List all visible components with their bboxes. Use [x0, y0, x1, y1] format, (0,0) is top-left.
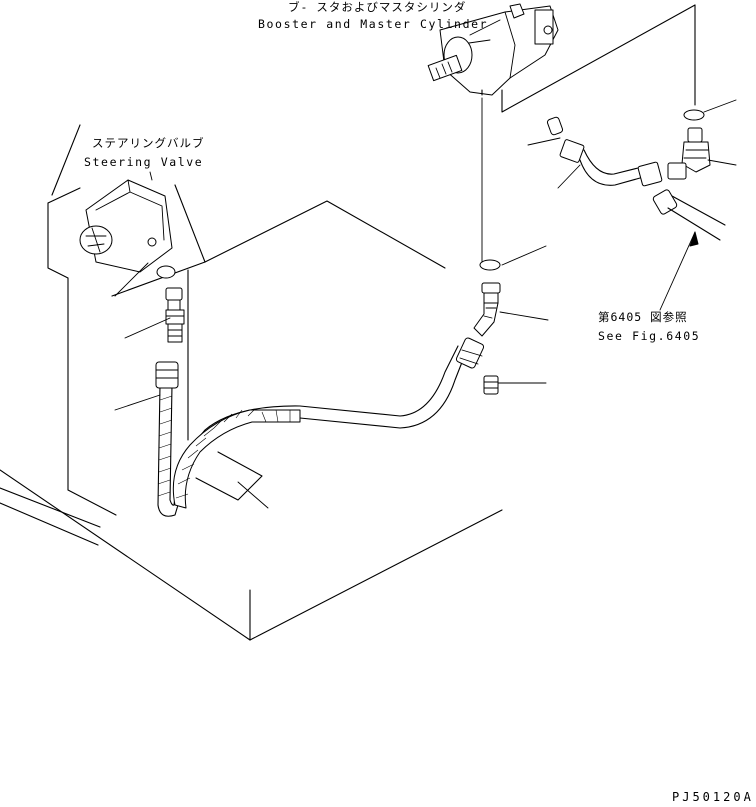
frame-structure [0, 4, 696, 641]
booster-label-jp: ブ- スタおよびマスタシリンダ [288, 0, 466, 14]
fig-reference-en: See Fig.6405 [598, 329, 700, 343]
drawing-code: PJ50120A [672, 790, 754, 804]
steering-valve-label-en: Steering Valve [84, 155, 203, 169]
booster-master-cylinder [427, 3, 559, 96]
hose-assembly [155, 337, 485, 517]
steering-valve-label-jp: ステアリングバルブ [92, 136, 205, 150]
left-adapter [165, 287, 185, 343]
leader-lines [114, 97, 737, 509]
elbow-fitting [473, 259, 501, 337]
upper-right-parts [546, 109, 726, 241]
booster-label-en: Booster and Master Cylinder [258, 17, 488, 31]
fig-reference-jp: 第6405 図参照 [598, 310, 688, 324]
plug-fitting [483, 375, 499, 395]
steering-valve [79, 179, 176, 279]
